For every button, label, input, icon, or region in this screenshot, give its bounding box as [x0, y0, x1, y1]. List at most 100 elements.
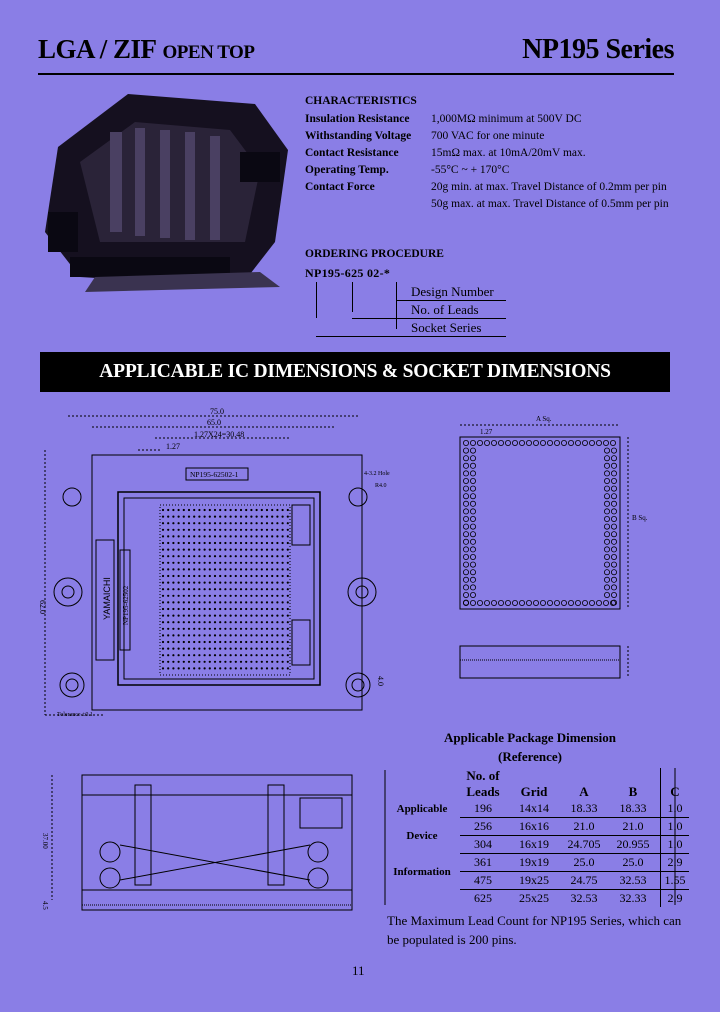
ic-pad: [596, 439, 603, 446]
cell-leads: 361: [460, 853, 506, 872]
contact-dot: [286, 594, 289, 597]
contact-dot: [198, 561, 201, 564]
contact-dot: [208, 627, 211, 630]
contact-dot: [193, 627, 196, 630]
contact-dot: [271, 574, 274, 578]
ic-pad: [611, 485, 618, 492]
contact-dot: [224, 634, 227, 637]
contact-dot: [161, 654, 165, 657]
contact-dot: [229, 654, 232, 657]
socket-side-view: [51, 774, 353, 911]
cell-a: 18.33: [562, 800, 606, 818]
ic-pad: [540, 439, 547, 446]
contact-dot: [161, 588, 165, 591]
contact-dot: [172, 561, 175, 564]
header-a: A: [579, 784, 589, 799]
contact-dot: [265, 594, 269, 597]
contact-dot: [219, 601, 222, 604]
contact-dot: [198, 634, 201, 637]
contact-dot: [193, 621, 196, 624]
contact-dot: [271, 614, 274, 617]
cell-grid: 16x16: [506, 817, 562, 836]
contact-dot: [193, 601, 196, 604]
contact-dot: [276, 654, 279, 657]
contact-dot: [255, 515, 258, 518]
contact-dot: [172, 601, 175, 604]
cell-leads: 196: [460, 800, 506, 818]
contact-dot: [182, 574, 185, 578]
ordering-leader: [352, 282, 353, 312]
contact-dot: [239, 607, 243, 611]
contact-dot: [203, 654, 206, 657]
contact-dot: [276, 522, 279, 525]
contact-dot: [177, 581, 180, 584]
contact-dot: [198, 574, 201, 578]
row-label-empty: [384, 890, 460, 908]
contact-dot: [198, 601, 201, 604]
contact-dot: [234, 515, 237, 518]
contact-dot: [239, 561, 243, 564]
ic-pad: [462, 500, 469, 507]
hole-note: 4-3.2 Hole: [364, 471, 390, 477]
table-row: Information 361 19x19 25.0 25.0 2.9: [384, 853, 689, 878]
contact-dot: [245, 574, 248, 578]
ic-pad: [462, 455, 469, 462]
contact-dot: [177, 561, 180, 564]
contact-dot: [281, 634, 284, 637]
contact-dot: [281, 508, 284, 512]
contact-dot: [239, 614, 243, 617]
contact-dot: [187, 541, 191, 545]
contact-dot: [250, 522, 253, 525]
contact-dot: [213, 607, 217, 611]
side-dim-1: 37.00: [41, 833, 49, 849]
contact-dot: [281, 607, 284, 611]
contact-dot: [161, 634, 165, 637]
contact-dot: [161, 561, 165, 564]
contact-dot: [208, 667, 211, 670]
ordering-leader: [396, 282, 397, 329]
contact-dot: [265, 654, 269, 657]
ic-pad: [526, 600, 533, 607]
contact-dot: [172, 634, 175, 637]
ordering-label: Socket Series: [411, 320, 482, 335]
contact-dot: [245, 522, 248, 525]
contact-dot: [213, 601, 217, 604]
contact-dot: [224, 561, 227, 564]
contact-dot: [239, 634, 243, 637]
contact-dot: [224, 535, 227, 538]
contact-dot: [276, 541, 279, 545]
ic-pad: [469, 485, 476, 492]
contact-dot: [224, 548, 227, 551]
contact-dot: [271, 568, 274, 571]
contact-dot: [229, 601, 232, 604]
contact-dot: [260, 528, 263, 531]
contact-dot: [229, 508, 232, 512]
ic-pad: [462, 470, 469, 477]
char-value: 20g min. at max. Travel Distance of 0.2m…: [431, 181, 667, 193]
contact-dot: [198, 548, 201, 551]
ic-pad: [476, 439, 483, 446]
contact-dot: [260, 614, 263, 617]
ic-pad: [604, 485, 611, 492]
contact-dot: [213, 568, 217, 571]
ic-pad: [604, 523, 611, 530]
contact-dot: [172, 654, 175, 657]
contact-dot: [219, 588, 222, 591]
contact-dot: [260, 581, 263, 584]
contact-dot: [245, 601, 248, 604]
contact-dot: [286, 634, 289, 637]
ic-pad: [604, 462, 611, 469]
ic-pad: [604, 500, 611, 507]
ic-pad: [604, 554, 611, 561]
contact-dot: [198, 614, 201, 617]
contact-dot: [198, 627, 201, 630]
ic-pad: [582, 600, 589, 607]
cell-b: 21.0: [606, 817, 661, 836]
ic-pad: [575, 600, 582, 607]
ic-pad: [497, 439, 504, 446]
contact-dot: [177, 647, 180, 650]
contact-dot: [193, 522, 196, 525]
contact-dot: [255, 660, 258, 663]
contact-dot: [255, 548, 258, 551]
cell-b: 25.0: [606, 853, 661, 872]
